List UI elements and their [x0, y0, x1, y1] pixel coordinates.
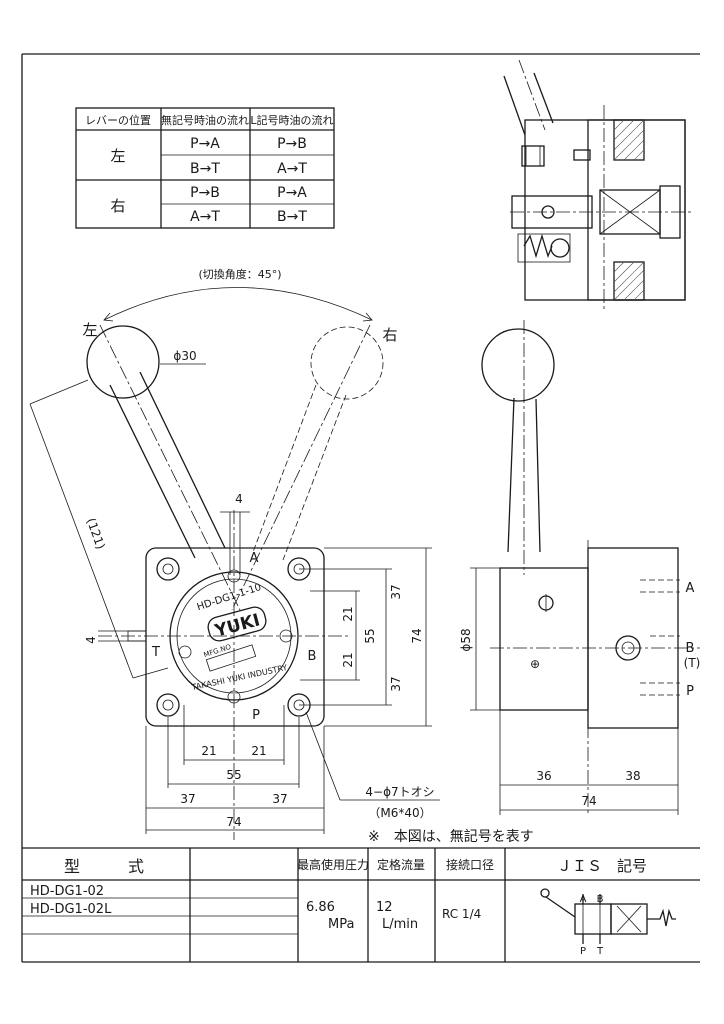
spec-port-value: RC 1/4 [442, 907, 481, 921]
side-dim-74: 74 [581, 794, 596, 808]
flow-header-l-type: L記号時油の流れ [250, 113, 333, 127]
dim-37-h-right: 37 [272, 792, 287, 806]
flow-cell: A→T [277, 161, 307, 177]
flow-header-position: レバーの位置 [85, 113, 151, 127]
side-body-left [499, 567, 589, 711]
port-a-label: A [250, 551, 259, 566]
spec-jis-header: ＪＩＳ 記号 [557, 857, 647, 875]
flow-cell: P→A [190, 136, 220, 152]
dim-37-up: 37 [389, 584, 403, 599]
lever-length-label: (121) [84, 516, 108, 551]
side-view: ⊕ ϕ58 A B (T) P 36 38 74 [459, 320, 700, 815]
dim-21-down: 21 [341, 652, 355, 667]
port-t-label: T [151, 645, 160, 660]
lever-left-mark: 左 [82, 321, 97, 339]
dim-74-horizontal: 74 [226, 815, 241, 829]
front-view: (切換角度：45°) 左 右 ϕ30 (121) YUKI HD-DG1- [29, 267, 440, 840]
dim-37-down: 37 [389, 676, 403, 691]
dim-74-vertical: 74 [410, 628, 424, 643]
dim-37-h-left: 37 [180, 792, 195, 806]
flow-header-standard: 無記号時油の流れ [161, 113, 249, 127]
flow-cell: A→T [190, 209, 220, 225]
side-dim-38: 38 [625, 769, 640, 783]
spec-pressure-value: 6.86 [306, 900, 335, 915]
holes-note: 4−ϕ7トオシ [365, 785, 434, 799]
flow-cell: P→B [277, 136, 307, 152]
spec-pressure-header: 最高使用圧力 [297, 857, 369, 872]
spec-pressure-unit: MPa [328, 917, 354, 932]
knob-diameter-label: ϕ30 [173, 349, 196, 363]
jis-symbol: A B P T [540, 888, 676, 957]
dim-4-top: 4 [235, 492, 243, 506]
side-diameter-label: ϕ58 [459, 628, 473, 651]
spec-model-header: 型 式 [64, 857, 144, 876]
switch-angle-label: (切換角度：45°) [198, 267, 281, 281]
dim-21-h-left: 21 [201, 744, 216, 758]
flow-cell: P→A [277, 185, 307, 201]
side-dim-36: 36 [536, 769, 551, 783]
jis-port-a: A [580, 894, 587, 905]
plate-mfg-no: MFG.NO [203, 643, 233, 660]
flow-cell: B→T [190, 161, 220, 177]
side-port-b: B [686, 641, 695, 656]
jis-port-p: P [580, 946, 586, 957]
flow-cell: P→B [190, 185, 220, 201]
port-b-label: B [308, 649, 317, 664]
bolt-note: （M6*40） [368, 806, 431, 820]
flow-cell: B→T [277, 209, 307, 225]
spec-table: 型 式 HD-DG1-02 HD-DG1-02L 最高使用圧力 定格流量 接続口… [22, 847, 700, 962]
side-port-t: (T) [684, 656, 701, 670]
side-port-p: P [686, 684, 694, 699]
flow-row-left-label: 左 [110, 147, 125, 165]
flow-table: レバーの位置 無記号時油の流れ L記号時油の流れ 左 P→A P→B B→T A… [75, 107, 335, 229]
sectional-view [503, 59, 692, 310]
jis-port-t: T [596, 946, 604, 957]
side-port-a: A [686, 581, 695, 596]
dim-21-up: 21 [341, 606, 355, 621]
spec-model-2: HD-DG1-02L [30, 902, 112, 917]
dim-55-vertical: 55 [363, 628, 377, 643]
drawing-note: ※ 本図は、無記号を表す [368, 828, 534, 845]
spec-model-1: HD-DG1-02 [30, 884, 104, 899]
spec-flow-unit: L/min [382, 917, 418, 932]
lever-right-mark: 右 [382, 326, 397, 344]
dim-55-horizontal: 55 [226, 768, 241, 782]
drawing-frame [21, 53, 700, 963]
port-p-label: P [252, 708, 260, 723]
dim-21-h-right: 21 [251, 744, 266, 758]
jis-port-b: B [597, 894, 604, 905]
dim-4-left: 4 [84, 636, 98, 644]
spec-flow-value: 12 [376, 900, 393, 915]
spec-flow-header: 定格流量 [377, 857, 425, 872]
flow-row-right-label: 右 [110, 197, 125, 215]
side-body-right [587, 547, 679, 729]
right-lever-knob [310, 326, 384, 400]
side-lever-knob [481, 328, 555, 402]
left-lever-knob [86, 325, 160, 399]
spec-port-header: 接続口径 [446, 857, 494, 872]
side-small-mark: ⊕ [530, 657, 540, 671]
